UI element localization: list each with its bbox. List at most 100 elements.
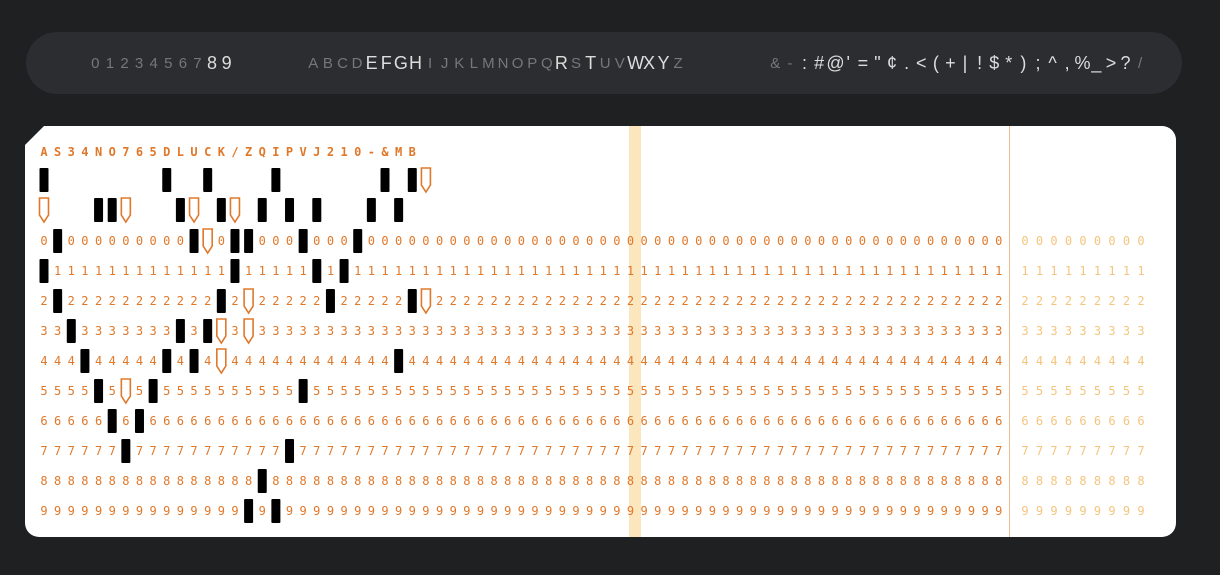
key-digits-2[interactable]: 2 <box>120 54 129 72</box>
key-letters-23[interactable]: X <box>642 52 655 73</box>
key-letters-18[interactable]: S <box>570 54 581 72</box>
key-digits-5[interactable]: 5 <box>164 54 173 72</box>
digit-c38-r3: 3 <box>545 324 552 338</box>
key-digits-0[interactable]: 0 <box>91 54 100 72</box>
key-digits-7[interactable]: 7 <box>193 54 202 72</box>
digit-c30-r3: 3 <box>436 324 443 338</box>
key-letters-13[interactable]: N <box>497 54 509 72</box>
key-letters-2[interactable]: C <box>337 54 348 72</box>
digit-c53-r1: 1 <box>750 264 757 278</box>
digit-c21-r4: 4 <box>313 354 320 368</box>
digit-c72-r5: 5 <box>1021 384 1028 398</box>
key-symbols-3[interactable]: # <box>814 52 825 73</box>
key-letters-14[interactable]: O <box>511 54 524 72</box>
key-letters-16[interactable]: Q <box>540 54 553 72</box>
digit-c77-r5: 5 <box>1094 384 1101 398</box>
digit-c60-r0: 0 <box>845 234 852 248</box>
digit-c54-r7: 7 <box>763 444 770 458</box>
key-digits-1[interactable]: 1 <box>105 54 115 72</box>
digit-c30-r2: 2 <box>436 294 443 308</box>
digit-c23-r7: 7 <box>340 444 347 458</box>
highlight-hole-c29-r12 <box>420 167 432 194</box>
key-symbols-11[interactable]: ( <box>932 52 939 73</box>
key-symbols-13[interactable]: | <box>962 52 968 73</box>
key-symbols-17[interactable]: ) <box>1020 52 1027 73</box>
digit-c65-r4: 4 <box>913 354 920 368</box>
digit-c28-r0: 0 <box>409 234 416 248</box>
digit-c68-r3: 3 <box>954 324 961 338</box>
digit-c10-r9: 9 <box>163 504 170 518</box>
printed-char-13: C <box>204 145 211 159</box>
key-symbols-20[interactable]: , <box>1064 52 1070 73</box>
digit-c23-r0: 0 <box>340 234 347 248</box>
key-symbols-19[interactable]: ^ <box>1048 52 1057 73</box>
key-digits-9[interactable]: 9 <box>221 52 232 73</box>
key-digits-8[interactable]: 8 <box>207 52 218 73</box>
key-symbols-8[interactable]: ¢ <box>887 52 898 73</box>
key-symbols-6[interactable]: = <box>857 52 869 73</box>
digit-c2-r8: 8 <box>54 474 61 488</box>
key-letters-19[interactable]: T <box>585 52 597 73</box>
key-letters-6[interactable]: G <box>393 52 408 73</box>
key-letters-8[interactable]: I <box>427 54 433 72</box>
key-letters-17[interactable]: R <box>554 52 568 73</box>
key-symbols-21[interactable]: % <box>1074 52 1091 73</box>
key-letters-24[interactable]: Y <box>657 52 670 73</box>
key-symbols-9[interactable]: . <box>904 52 910 73</box>
key-symbols-7[interactable]: " <box>874 52 881 73</box>
digit-c19-r6: 6 <box>286 414 293 428</box>
digit-c72-r8: 8 <box>1021 474 1028 488</box>
key-symbols-23[interactable]: > <box>1105 52 1117 73</box>
key-letters-15[interactable]: P <box>527 54 538 72</box>
key-symbols-1[interactable]: - <box>787 54 793 72</box>
key-symbols-22[interactable]: _ <box>1091 52 1102 73</box>
key-letters-3[interactable]: D <box>351 54 363 72</box>
digit-c52-r1: 1 <box>736 264 743 278</box>
key-symbols-0[interactable]: & <box>770 54 781 72</box>
key-digits-3[interactable]: 3 <box>134 54 144 72</box>
symbol-keys: &-: #@' =" ¢.<( + |! $*); ^,%_>? / <box>768 32 1147 94</box>
digit-c43-r0: 0 <box>613 234 620 248</box>
key-symbols-16[interactable]: * <box>1005 52 1013 73</box>
printed-char-4: 4 <box>81 145 88 159</box>
key-letters-9[interactable]: J <box>440 54 449 72</box>
key-letters-5[interactable]: F <box>380 52 392 73</box>
key-symbols-25[interactable]: / <box>1138 54 1143 72</box>
digit-c53-r3: 3 <box>750 324 757 338</box>
digit-c45-r9: 9 <box>641 504 648 518</box>
digit-c5-r6: 6 <box>95 414 102 428</box>
key-letters-0[interactable]: A <box>308 54 319 72</box>
key-letters-12[interactable]: M <box>482 54 495 72</box>
key-symbols-15[interactable]: $ <box>989 52 1000 73</box>
digit-c79-r9: 9 <box>1123 504 1130 518</box>
key-digits-6[interactable]: 6 <box>178 54 188 72</box>
key-letters-22[interactable]: W <box>627 52 645 73</box>
digit-c11-r8: 8 <box>177 474 184 488</box>
key-symbols-18[interactable]: ; <box>1035 52 1041 73</box>
digit-c22-r6: 6 <box>327 414 334 428</box>
key-symbols-10[interactable]: < <box>915 52 927 73</box>
digit-c25-r9: 9 <box>368 504 375 518</box>
key-symbols-5[interactable]: ' <box>846 52 850 73</box>
key-symbols-24[interactable]: ? <box>1120 52 1131 73</box>
digit-c25-r7: 7 <box>368 444 375 458</box>
key-letters-7[interactable]: H <box>408 52 422 73</box>
key-letters-25[interactable]: Z <box>673 54 683 72</box>
key-digits-4[interactable]: 4 <box>149 54 158 72</box>
key-symbols-14[interactable]: ! <box>977 52 983 73</box>
key-letters-1[interactable]: B <box>322 54 333 72</box>
digit-c40-r3: 3 <box>572 324 579 338</box>
digit-c13-r8: 8 <box>204 474 211 488</box>
digit-c59-r4: 4 <box>832 354 839 368</box>
key-symbols-4[interactable]: @ <box>826 52 845 73</box>
digit-c37-r2: 2 <box>531 294 538 308</box>
digit-c4-r6: 6 <box>81 414 88 428</box>
key-letters-10[interactable]: K <box>454 54 465 72</box>
key-letters-4[interactable]: E <box>365 52 378 73</box>
key-symbols-2[interactable]: : <box>801 52 807 73</box>
key-symbols-12[interactable]: + <box>945 52 956 73</box>
digit-c16-r6: 6 <box>245 414 252 428</box>
key-letters-11[interactable]: L <box>469 54 478 72</box>
key-letters-20[interactable]: U <box>599 54 611 72</box>
key-letters-21[interactable]: V <box>614 54 625 72</box>
